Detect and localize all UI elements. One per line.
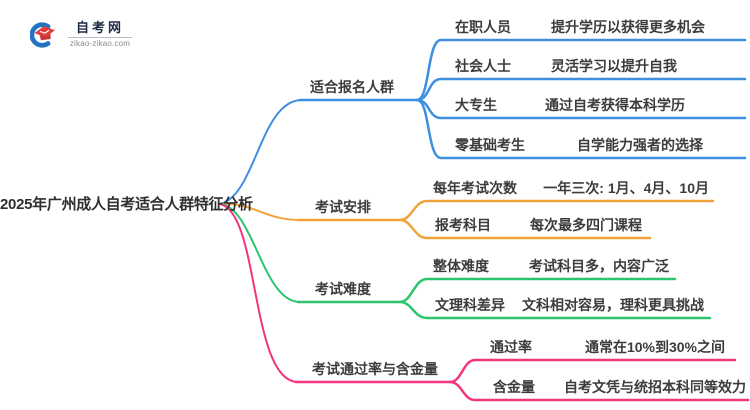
leaf-row-working-staff: 在职人员 提升学历以获得更多机会 (447, 15, 745, 34)
site-name: 自考网 (75, 20, 124, 35)
site-logo: 自考网 zikao-zikao.com (30, 20, 133, 50)
leaf-row-exam-subjects: 报考科目 每次最多四门课程 (426, 213, 650, 232)
leaf-keyword: 整体难度 (433, 258, 489, 274)
site-domain: zikao-zikao.com (69, 39, 131, 48)
leaf-keyword: 大专生 (455, 97, 497, 113)
leaf-description: 通常在10%到30%之间 (584, 339, 725, 355)
leaf-keyword: 文理科差异 (435, 297, 505, 313)
branch-lines-pass-rate-value (219, 203, 750, 402)
leaf-keyword: 通过率 (490, 339, 532, 355)
leaf-row-pass-rate: 通过率 通常在10%到30%之间 (475, 335, 735, 354)
leaf-row-exam-times: 每年考试次数 一年三次: 1月、4月、10月 (426, 176, 713, 195)
leaf-description: 一年三次: 1月、4月、10月 (543, 180, 709, 196)
logo-divider (68, 37, 132, 38)
branch-label-suitable-groups: 适合报名人群 (310, 79, 394, 95)
leaf-row-diploma-value: 含金量 自考文凭与统招本科同等效力 (475, 375, 748, 394)
branch-lines-exam-difficulty (219, 203, 712, 320)
leaf-description: 灵活学习以提升自我 (551, 58, 677, 74)
leaf-description: 通过自考获得本科学历 (545, 97, 685, 113)
leaf-row-overall-difficulty: 整体难度 考试科目多，内容广泛 (426, 254, 675, 273)
mindmap-root-topic: 2025年广州成人自考适合人群特征分析 (0, 196, 253, 213)
leaf-description: 每次最多四门课程 (530, 217, 642, 233)
branch-label-exam-difficulty: 考试难度 (315, 281, 371, 297)
leaf-description: 文科相对容易，理科更具挑战 (522, 297, 704, 313)
leaf-description: 自考文凭与统招本科同等效力 (564, 379, 746, 395)
leaf-keyword: 每年考试次数 (433, 180, 517, 196)
branch-label-exam-schedule: 考试安排 (315, 199, 371, 215)
branch-lines-exam-schedule (219, 199, 715, 240)
leaf-row-arts-science-gap: 文理科差异 文科相对容易，理科更具挑战 (426, 293, 710, 312)
leaf-keyword: 在职人员 (455, 19, 511, 35)
leaf-keyword: 零基础考生 (455, 137, 525, 153)
branch-label-pass-rate-value: 考试通过率与含金量 (312, 361, 438, 377)
leaf-keyword: 报考科目 (435, 217, 491, 233)
leaf-keyword: 含金量 (493, 379, 535, 395)
leaf-row-college-students: 大专生 通过自考获得本科学历 (447, 93, 745, 112)
leaf-description: 提升学历以获得更多机会 (551, 19, 705, 35)
leaf-description: 自学能力强者的选择 (577, 137, 703, 153)
leaf-row-zero-basis: 零基础考生 自学能力强者的选择 (447, 133, 745, 152)
leaf-keyword: 社会人士 (455, 58, 511, 74)
leaf-row-social-people: 社会人士 灵活学习以提升自我 (447, 54, 745, 73)
branch-lines-suitable-groups (219, 38, 747, 205)
graduation-cap-icon (30, 22, 55, 48)
leaf-description: 考试科目多，内容广泛 (529, 258, 669, 274)
